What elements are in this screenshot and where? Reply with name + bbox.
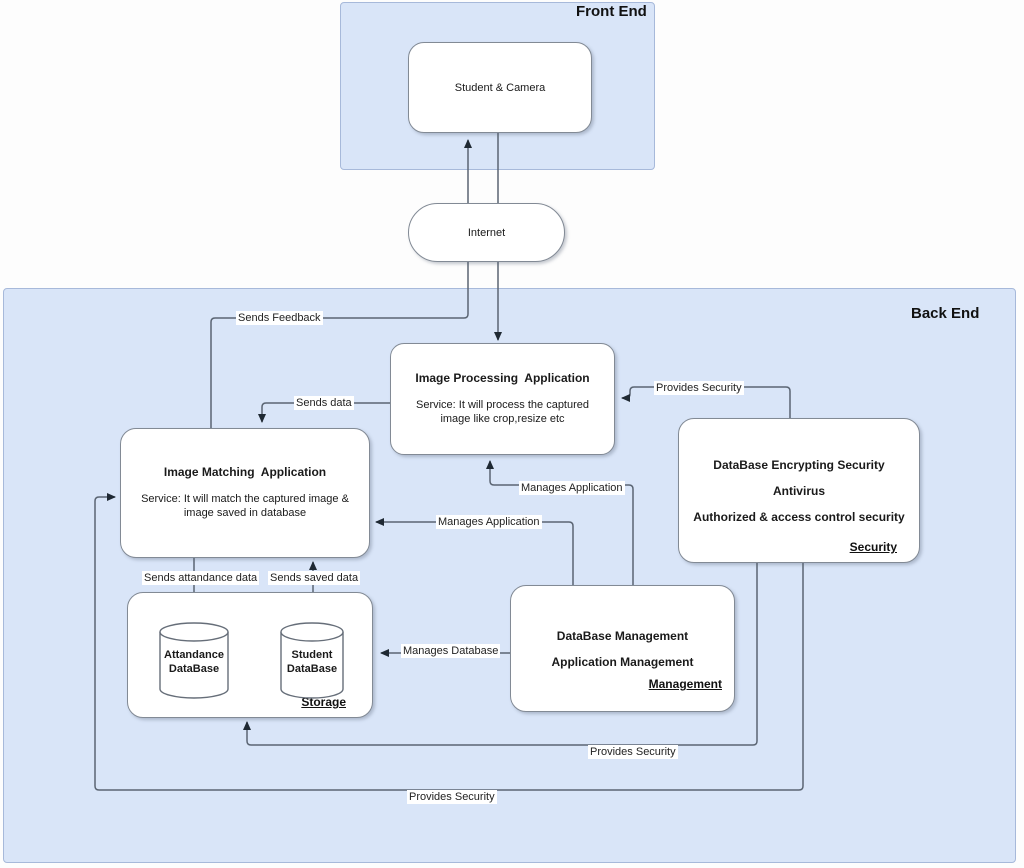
security-tag: Security bbox=[849, 540, 897, 554]
student-camera-label: Student & Camera bbox=[454, 81, 546, 94]
security-line1: DataBase Encrypting Security bbox=[713, 457, 885, 472]
management-line2: Application Management bbox=[551, 654, 694, 669]
management-line1: DataBase Management bbox=[556, 628, 689, 643]
edge-label-sends-feedback: Sends Feedback bbox=[236, 311, 323, 325]
security-line3: Authorized & access control security bbox=[693, 509, 905, 524]
internet-label: Internet bbox=[467, 226, 506, 239]
image-matching-service: Service: It will match the captured imag… bbox=[141, 493, 349, 519]
student-database-cylinder: Student DataBase bbox=[280, 622, 344, 700]
front-end-label: Front End bbox=[576, 3, 647, 20]
edge-label-provides-security-mid: Provides Security bbox=[588, 745, 678, 759]
edge-label-sends-saved-data: Sends saved data bbox=[268, 571, 361, 585]
node-security: DataBase Encrypting Security Antivirus A… bbox=[678, 418, 920, 563]
student-db-line2: DataBase bbox=[286, 663, 338, 675]
attendance-database-cylinder: Attandance DataBase bbox=[159, 622, 229, 700]
edge-label-provides-security-top: Provides Security bbox=[654, 381, 744, 395]
node-internet: Internet bbox=[408, 203, 565, 262]
edge-label-manages-database: Manages Database bbox=[401, 644, 501, 658]
node-image-processing: Image Processing Application Service: It… bbox=[390, 343, 615, 455]
management-tag: Management bbox=[648, 677, 722, 691]
node-image-matching: Image Matching Application Service: It w… bbox=[120, 428, 370, 558]
node-management: DataBase Management Application Manageme… bbox=[510, 585, 735, 712]
attendance-db-line2: DataBase bbox=[168, 663, 220, 675]
image-matching-title: Image Matching Application bbox=[163, 465, 327, 480]
edge-label-manages-application-top: Manages Application bbox=[519, 481, 625, 495]
attendance-database-label: Attandance DataBase bbox=[159, 648, 229, 676]
student-db-line1: Student bbox=[291, 649, 333, 661]
back-end-label: Back End bbox=[911, 305, 980, 322]
edge-label-sends-data: Sends data bbox=[294, 396, 354, 410]
attendance-db-line1: Attandance bbox=[164, 649, 224, 661]
edge-label-manages-application-mid: Manages Application bbox=[436, 515, 542, 529]
image-processing-service: Service: It will process the captured im… bbox=[415, 399, 590, 425]
student-database-label: Student DataBase bbox=[280, 648, 344, 676]
security-line2: Antivirus bbox=[772, 483, 825, 498]
edge-label-provides-security-bottom: Provides Security bbox=[407, 790, 497, 804]
edge-label-sends-attandance-data: Sends attandance data bbox=[142, 571, 260, 585]
image-processing-title: Image Processing Application bbox=[415, 371, 590, 386]
node-student-camera: Student & Camera bbox=[408, 42, 592, 133]
